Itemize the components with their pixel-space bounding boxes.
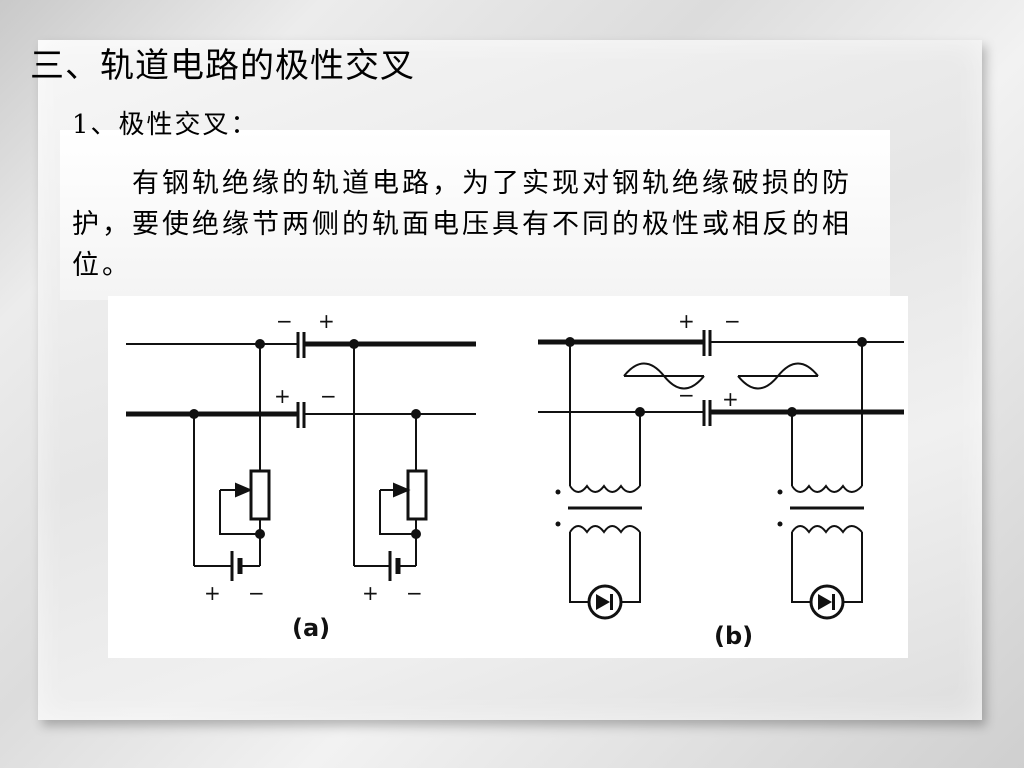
section-subtitle: 1、极性交叉： [72, 110, 259, 140]
b-left-coil-top [569, 484, 641, 493]
b-wave-left [623, 362, 705, 390]
a-bottom-right-sign: − [320, 384, 337, 408]
a-top-right-sign: + [318, 309, 335, 333]
b-left-lamp [587, 584, 623, 620]
circuit-diagram-svg: − + + − + − + − (a) [126, 309, 904, 650]
b-right-out-wire-a [791, 532, 812, 603]
a-node-5 [255, 529, 265, 539]
b-top-right-sign: − [724, 309, 741, 333]
b-right-dot-2 [777, 521, 783, 527]
b-bottom-right-sign: + [722, 387, 739, 411]
a-node-2 [349, 339, 359, 349]
b-left-out-wire-b [620, 532, 641, 603]
a-battery1-plus: + [204, 581, 221, 605]
b-bottom-left-sign: − [678, 383, 695, 407]
a-right-arrow-head [393, 482, 411, 498]
a-node-3 [189, 409, 199, 419]
a-bottom-left-sign: + [274, 384, 291, 408]
a-battery2-minus: − [406, 581, 423, 605]
b-left-dot-1 [555, 489, 561, 495]
b-node-3 [635, 407, 645, 417]
b-right-dot-1 [777, 489, 783, 495]
a-node-6 [411, 529, 421, 539]
b-node-1 [565, 337, 575, 347]
a-right-rheostat-link [379, 490, 416, 535]
a-top-left-sign: − [276, 309, 293, 333]
b-left-diode [596, 594, 610, 610]
a-battery1-minus: − [248, 581, 265, 605]
text-panel [60, 130, 890, 300]
b-right-lamp [809, 584, 845, 620]
b-right-coil-bottom [791, 525, 863, 534]
b-node-4 [787, 407, 797, 417]
b-left-diode-bar [610, 594, 613, 610]
a-left-rheostat-link [219, 490, 260, 535]
a-right-resistor [406, 469, 428, 521]
b-node-2 [857, 337, 867, 347]
b-top-left-sign: + [678, 309, 695, 333]
circuit-diagram-figure: − + + − + − + − (a) [108, 296, 908, 658]
b-left-coil-bottom [569, 525, 641, 534]
body-paragraph: 有钢轨绝缘的轨道电路，为了实现对钢轨绝缘破损的防护，要使绝缘节两侧的轨面电压具有… [72, 168, 852, 281]
b-right-coil-top [791, 484, 863, 493]
a-node-1 [255, 339, 265, 349]
a-caption: (a) [292, 614, 330, 642]
b-right-diode [818, 594, 832, 610]
b-left-out-wire-a [569, 532, 590, 603]
b-caption: (b) [714, 622, 753, 650]
slide-title: 三、轨道电路的极性交叉 [30, 46, 415, 86]
b-right-out-wire-b [842, 532, 863, 603]
b-right-diode-bar [832, 594, 835, 610]
b-wave-right [737, 362, 819, 390]
a-node-4 [411, 409, 421, 419]
a-left-resistor [249, 469, 271, 521]
a-left-arrow-head [235, 482, 253, 498]
a-battery2-plus: + [362, 581, 379, 605]
b-left-dot-2 [555, 521, 561, 527]
